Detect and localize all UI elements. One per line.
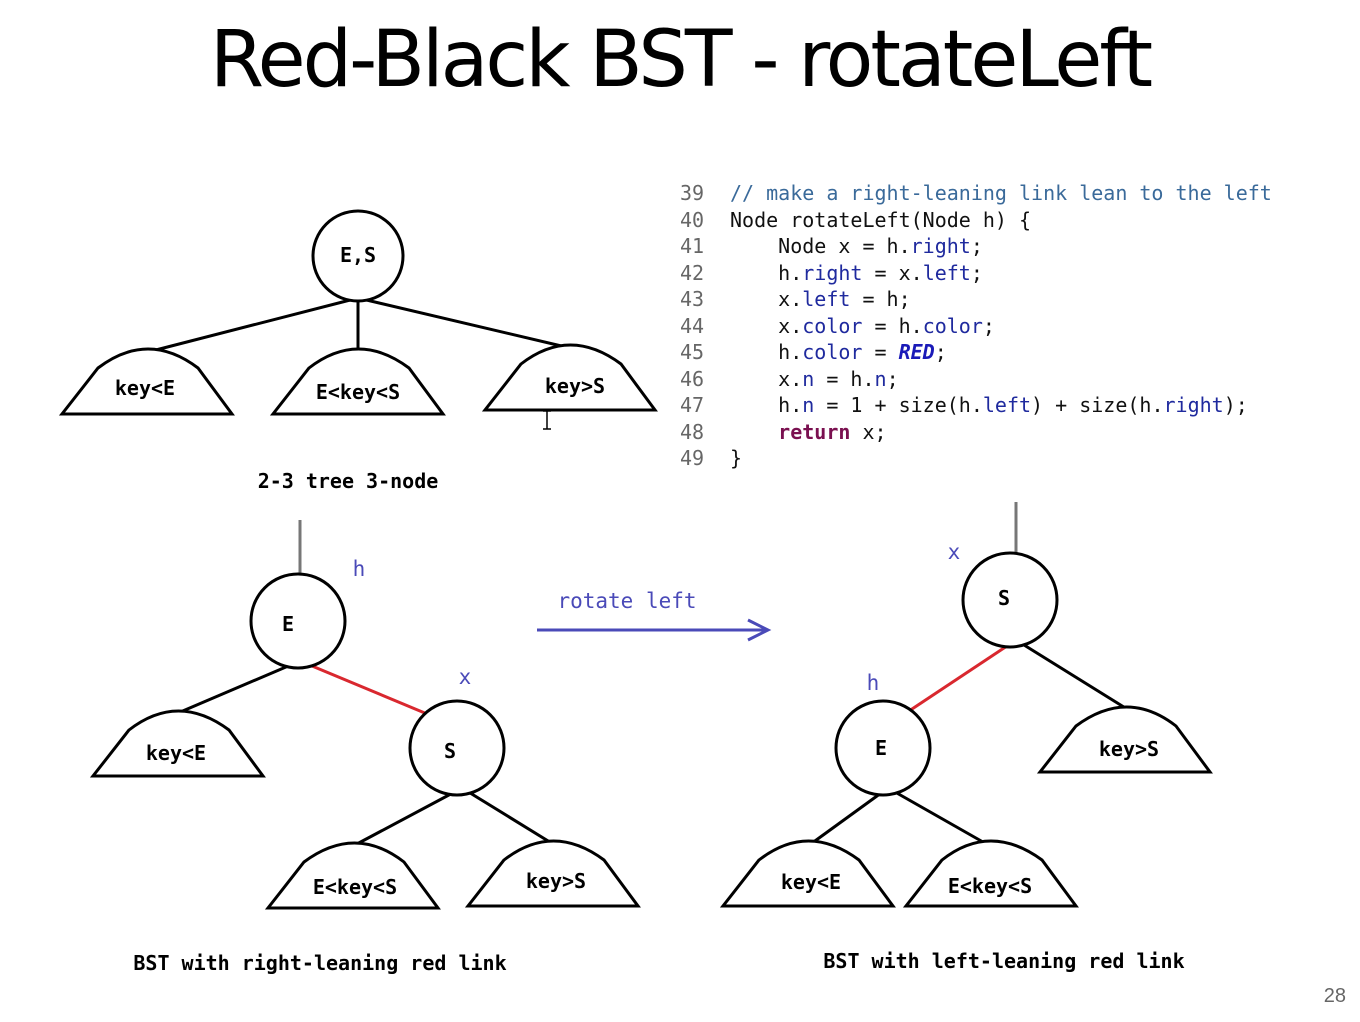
page-number: 28 <box>1323 985 1346 1007</box>
node-r-s-label: S <box>444 739 456 763</box>
subtree-r-greater-s <box>464 839 641 908</box>
node-l-e-label: E <box>875 736 887 760</box>
subtree-23-less-e <box>58 347 235 416</box>
code-text: Node rotateLeft(Node h) { <box>730 207 1032 232</box>
subtree-l-less-e <box>719 839 896 908</box>
var-h-right-tree: h <box>353 557 366 581</box>
subtree-r-between <box>264 841 441 910</box>
red-link-right-leaning <box>299 659 433 718</box>
edge-e-left <box>177 659 301 715</box>
code-text: Node x = h.right; <box>730 234 983 258</box>
node-l-e <box>834 699 932 797</box>
subtree-23-greater-s-label: key>S <box>545 374 605 398</box>
line-number: 45 <box>680 340 705 364</box>
rotate-left-label: rotate left <box>557 589 696 613</box>
subtree-l-greater-s-label: key>S <box>1099 737 1159 761</box>
var-h-left-tree: h <box>867 671 880 695</box>
code-text: h.n = 1 + size(h.left) + size(h.right); <box>730 393 1248 417</box>
subtree-l-between-label: E<key<S <box>948 874 1032 898</box>
subtree-r-between-label: E<key<S <box>313 875 397 899</box>
subtree-r-greater-s-label: key>S <box>526 869 586 893</box>
caption-23: 2-3 tree 3-node <box>258 469 439 493</box>
node-23-es <box>311 209 405 303</box>
caption-left-leaning: BST with left-leaning red link <box>823 949 1184 973</box>
code-line: 45 h.color = RED; <box>680 339 1272 366</box>
line-number: 39 <box>680 181 705 205</box>
line-number: 40 <box>680 207 705 232</box>
code-line: 41 Node x = h.right; <box>680 233 1272 260</box>
code-line: 42 h.right = x.left; <box>680 260 1272 287</box>
code-line: 46 x.n = h.n; <box>680 366 1272 393</box>
edge-e-right-2 <box>887 786 991 848</box>
subtree-r-less-e-label: key<E <box>146 741 206 765</box>
rotate-arrow-head <box>747 618 772 642</box>
node-l-s <box>961 551 1059 649</box>
var-x-right-tree: x <box>459 665 472 689</box>
code-listing: 39 // make a right-leaning link lean to t… <box>680 180 1272 472</box>
code-line: 47 h.n = 1 + size(h.left) + size(h.right… <box>680 392 1272 419</box>
var-x-left-tree: x <box>948 540 961 564</box>
code-line: 44 x.color = h.color; <box>680 313 1272 340</box>
subtree-23-between <box>269 347 446 416</box>
subtree-23-between-label: E<key<S <box>316 380 400 404</box>
code-text: h.color = RED; <box>730 340 947 364</box>
code-line: 40 Node rotateLeft(Node h) { <box>680 207 1272 234</box>
subtree-l-greater-s <box>1036 705 1213 774</box>
line-number: 43 <box>680 287 705 311</box>
edge-s-right <box>461 786 554 846</box>
edge-23-left <box>147 296 359 354</box>
subtree-r-less-e <box>89 709 266 778</box>
code-text: h.right = x.left; <box>730 260 983 285</box>
subtree-l-less-e-label: key<E <box>781 870 841 894</box>
subtree-23-less-e-label: key<E <box>115 376 175 400</box>
subtree-23-greater-s <box>481 343 658 412</box>
code-text: x.n = h.n; <box>730 366 899 391</box>
node-r-e-label: E <box>282 612 294 636</box>
caption-right-leaning: BST with right-leaning red link <box>133 951 506 975</box>
code-text: } <box>730 446 743 470</box>
line-number: 46 <box>680 366 705 391</box>
slide-title: Red-Black BST - rotateLeft <box>209 15 1153 105</box>
edge-23-right <box>357 296 571 350</box>
code-text: return x; <box>778 419 887 444</box>
node-23-es-label: E,S <box>340 243 376 267</box>
line-number: 49 <box>680 446 705 470</box>
code-line: 49} <box>680 445 1272 472</box>
edge-e-left-2 <box>807 786 889 848</box>
line-number: 44 <box>680 313 705 338</box>
node-r-s <box>408 699 506 797</box>
node-l-s-label: S <box>998 586 1010 610</box>
line-number: 48 <box>680 419 705 444</box>
code-line: 48 return x; <box>680 419 1272 446</box>
red-link-left-leaning <box>905 638 1017 715</box>
line-number: 47 <box>680 393 705 417</box>
subtree-l-between <box>902 839 1079 908</box>
code-line: 39 // make a right-leaning link lean to t… <box>680 180 1272 207</box>
code-text: // make a right-leaning link lean to the… <box>730 181 1272 205</box>
code-text: x.left = h; <box>730 287 911 311</box>
code-line: 43 x.left = h; <box>680 286 1272 313</box>
edge-s-right-2 <box>1015 638 1128 711</box>
line-number: 42 <box>680 260 705 285</box>
text-cursor-icon <box>543 410 551 430</box>
code-text: x.color = h.color; <box>730 313 995 338</box>
line-number: 41 <box>680 234 705 258</box>
edge-s-left <box>354 786 463 847</box>
node-r-e <box>249 572 347 670</box>
